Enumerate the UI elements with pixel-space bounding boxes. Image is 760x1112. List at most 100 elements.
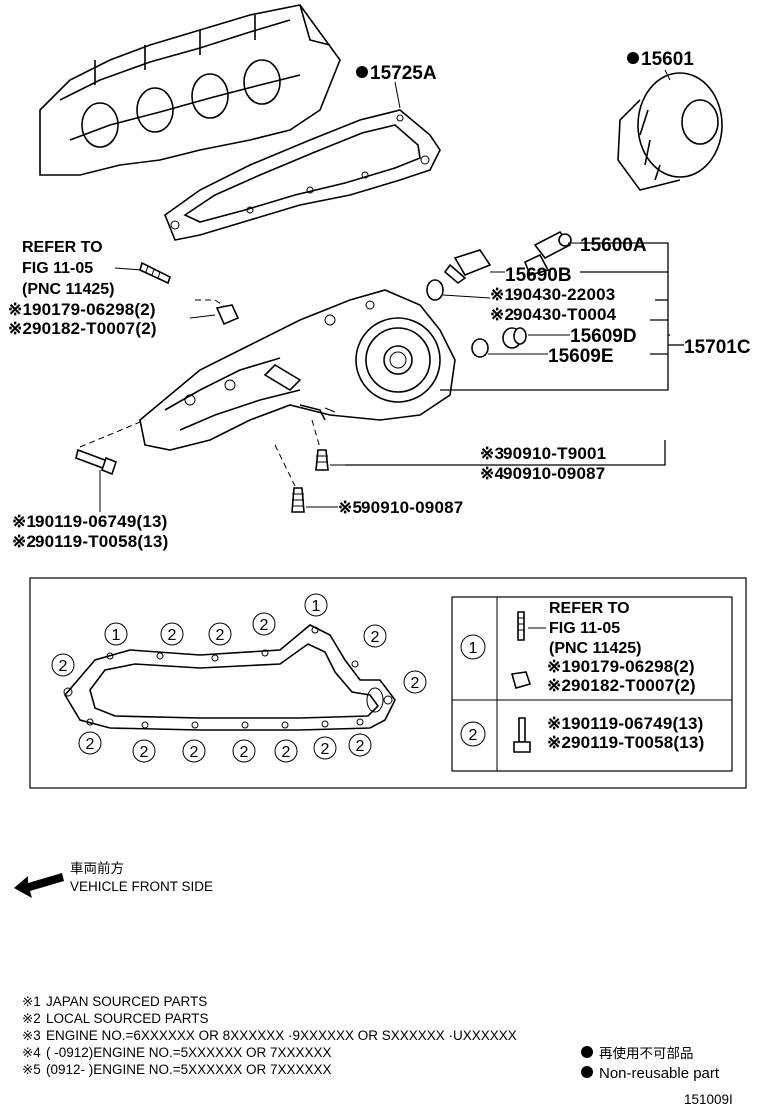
switch-15690B-drawing [443, 249, 492, 285]
svg-text:ENGINE NO.=6XXXXXX OR 8XXXXXX: ENGINE NO.=6XXXXXX OR 8XXXXXX ·9XXXXXX O… [46, 1028, 517, 1043]
svg-text:2: 2 [59, 658, 68, 675]
svg-text:2: 2 [282, 744, 291, 761]
fig-ref-text: FIG 11-05 [22, 260, 93, 277]
mark-1-a: ※1 [8, 300, 32, 319]
svg-text:2: 2 [411, 675, 420, 692]
non-reusable-en: Non-reusable part [599, 1065, 720, 1082]
mark-2-b: ※2 [490, 305, 514, 324]
part-90430-22003: 90430-22003 [513, 285, 615, 304]
vehicle-front-en: VEHICLE FRONT SIDE [70, 879, 213, 894]
part-90119-T0058: 90119-T0058(13) [35, 532, 168, 551]
plug-15609D-drawing [502, 327, 527, 349]
refer-to-text: REFER TO [22, 239, 103, 256]
svg-text:2: 2 [356, 738, 365, 755]
part-15600A: 15600A [580, 235, 647, 256]
mark-5: ※5 [338, 498, 362, 517]
legend-part-90182: 90182-T0007(2) [571, 676, 696, 695]
svg-text:2: 2 [240, 744, 249, 761]
mark-4: ※4 [480, 464, 504, 483]
svg-text:2: 2 [216, 627, 225, 644]
svg-text:2: 2 [168, 627, 177, 644]
svg-text:2: 2 [140, 744, 149, 761]
part-90119-06749: 90119-06749(13) [35, 512, 168, 531]
non-reusable-dot [627, 52, 639, 64]
part-15690B: 15690B [505, 265, 572, 286]
svg-text:※4: ※4 [22, 1045, 41, 1060]
washer-drawing [426, 279, 444, 301]
svg-text:2: 2 [86, 736, 95, 753]
legend-bolt-drawing [513, 717, 531, 753]
oil-filter-15601-drawing [617, 72, 723, 191]
part-90179-06298: 90179-06298(2) [32, 300, 156, 319]
svg-text:LOCAL SOURCED PARTS: LOCAL SOURCED PARTS [46, 1011, 209, 1026]
part-15609E: 15609E [548, 346, 614, 367]
svg-text:※1: ※1 [22, 994, 41, 1009]
part-90182-T0007: 90182-T0007(2) [32, 319, 157, 338]
legend-part-90119-T0058: 90119-T0058(13) [571, 733, 704, 752]
sensor-15600A-drawing [523, 230, 572, 276]
part-90430-T0004: 90430-T0004 [513, 305, 617, 324]
stud-90910-T9001-drawing [315, 449, 329, 471]
svg-text:JAPAN SOURCED PARTS: JAPAN SOURCED PARTS [46, 994, 207, 1009]
legend-marker-1 [460, 634, 486, 660]
mark-1-c: ※1 [12, 512, 36, 531]
mark-1-b: ※1 [490, 285, 514, 304]
legend-pnc: (PNC 11425) [549, 640, 642, 657]
non-reusable-legend-dot [581, 1046, 593, 1058]
legend-stud-drawing [517, 611, 525, 641]
non-reusable-jp: 再使用不可部品 [599, 1045, 694, 1061]
footnotes: ※1 JAPAN SOURCED PARTS ※2 LOCAL SOURCED … [22, 994, 517, 1077]
svg-text:※2: ※2 [22, 1011, 41, 1026]
legend-marker-1-num: 1 [469, 640, 478, 657]
legend-fig: FIG 11-05 [549, 620, 620, 637]
legend-mark-1-a: ※1 [547, 657, 571, 676]
svg-text:2: 2 [321, 741, 330, 758]
svg-text:(0912- )ENGINE NO.=5XXXXX: (0912- )ENGINE NO.=5XXXXXX OR 7XXXXXX [46, 1062, 331, 1077]
legend-marker-2-num: 2 [469, 727, 478, 744]
svg-text:2: 2 [260, 617, 269, 634]
stud-bolt-drawing [139, 261, 171, 285]
nut-drawing [215, 304, 240, 326]
gasket-detail-drawing [63, 624, 396, 731]
legend-marker-2 [460, 721, 486, 747]
part-90910-09087-a: 90910-09087 [503, 464, 605, 483]
engine-block-drawing [39, 4, 341, 176]
legend-nut-drawing [510, 671, 532, 689]
pnc-ref-text: (PNC 11425) [22, 281, 115, 298]
legend-mark-2-a: ※2 [547, 676, 571, 695]
vehicle-front-jp: 車両前方 [70, 860, 124, 876]
svg-text:( -0912)ENGINE NO.=5XXXXX: ( -0912)ENGINE NO.=5XXXXXX OR 7XXXXXX [46, 1045, 331, 1060]
stud-90910-09087-drawing [291, 487, 305, 513]
mark-2-c: ※2 [12, 532, 36, 551]
part-90910-T9001: 90910-T9001 [503, 444, 606, 463]
legend-refer-to: REFER TO [549, 600, 630, 617]
mark-2-a: ※2 [8, 319, 32, 338]
mark-3: ※3 [480, 444, 504, 463]
gasket-15725A-drawing [164, 109, 441, 241]
svg-text:1: 1 [112, 627, 121, 644]
non-reusable-dot [356, 66, 368, 78]
gasket-15609E-drawing [471, 338, 489, 358]
svg-text:2: 2 [371, 629, 380, 646]
svg-text:※3: ※3 [22, 1028, 41, 1043]
part-15725A: 15725A [370, 63, 437, 84]
non-reusable-legend-dot [581, 1066, 593, 1078]
part-15601: 15601 [641, 49, 694, 70]
legend-part-90119-06749: 90119-06749(13) [571, 714, 704, 733]
gasket-marker: 1 2 2 2 2 1 2 2 2 2 2 2 2 2 2 [51, 593, 427, 763]
gasket-detail-frame [29, 577, 747, 789]
legend-table [451, 596, 733, 772]
part-15609D: 15609D [570, 326, 637, 347]
bolt-90119-drawing [75, 448, 117, 476]
legend-part-90179: 90179-06298(2) [571, 657, 695, 676]
legend-mark-2-b: ※2 [547, 733, 571, 752]
figure-id: 151009I [684, 1092, 733, 1107]
svg-text:1: 1 [312, 598, 321, 615]
oil-cooler-body-drawing [139, 289, 456, 451]
front-arrow-icon [14, 873, 64, 898]
part-90910-09087-b: 90910-09087 [361, 498, 463, 517]
svg-text:※5: ※5 [22, 1062, 41, 1077]
svg-text:2: 2 [190, 744, 199, 761]
part-15701C: 15701C [684, 337, 751, 358]
